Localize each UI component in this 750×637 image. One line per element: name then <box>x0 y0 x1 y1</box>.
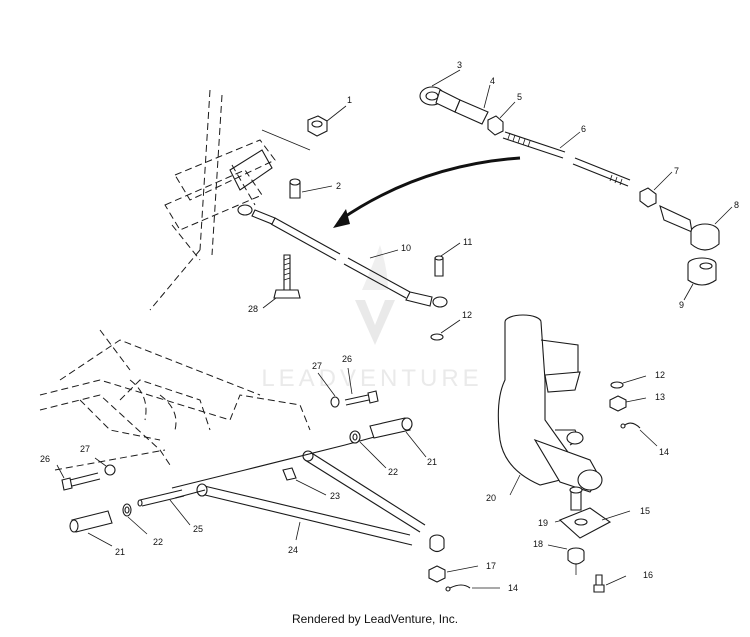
callout-labels: 1 2 3 4 5 6 7 8 9 10 11 12 12 13 14 14 1… <box>40 60 739 593</box>
part-12-washer-upper <box>430 319 461 341</box>
part-13-castle-nut <box>609 395 647 412</box>
part-10-tie-rod <box>237 204 448 308</box>
callout-26-right: 26 <box>342 354 352 364</box>
part-21-pivot-tube-right <box>369 417 427 458</box>
callout-21-left: 21 <box>115 547 125 557</box>
callout-27-right: 27 <box>312 361 322 371</box>
part-7-jam-nut <box>639 171 673 208</box>
part-11-pin <box>434 242 461 277</box>
part-9-bearing <box>683 257 717 301</box>
callout-22-right: 22 <box>388 467 398 477</box>
part-1-nut <box>307 105 347 137</box>
watermark-logo: LEADVENTURE <box>261 245 482 392</box>
callout-16: 16 <box>643 570 653 580</box>
callout-22-left: 22 <box>153 537 163 547</box>
a-arm-ball-joint <box>429 534 445 553</box>
part-12-washer-right <box>610 375 647 389</box>
callout-26-left: 26 <box>40 454 50 464</box>
callout-13: 13 <box>655 392 665 402</box>
part-21-pivot-tube-left <box>69 510 113 547</box>
callout-27-left: 27 <box>80 444 90 454</box>
callout-12-right: 12 <box>655 370 665 380</box>
callout-6: 6 <box>581 124 586 134</box>
callout-8: 8 <box>734 200 739 210</box>
part-16-bolt <box>593 574 627 593</box>
part-20-spindle <box>497 314 603 496</box>
callout-4: 4 <box>490 76 495 86</box>
part-17-nut <box>428 565 479 583</box>
part-18-ball-joint <box>547 544 585 575</box>
part-25-pivot-shaft <box>137 489 191 526</box>
callout-20: 20 <box>486 493 496 503</box>
part-24-a-arm <box>171 429 426 546</box>
callout-14-lower: 14 <box>508 583 518 593</box>
watermark-text: LEADVENTURE <box>261 365 482 392</box>
steering-arm-plate <box>229 129 311 191</box>
callout-15: 15 <box>640 506 650 516</box>
callout-17: 17 <box>486 561 496 571</box>
part-27-washer-right <box>317 372 340 408</box>
part-14-cotter-pin-right <box>620 422 658 447</box>
callout-19: 19 <box>538 518 548 528</box>
callout-18: 18 <box>533 539 543 549</box>
part-23-grease-fitting <box>282 467 327 496</box>
part-4-sleeve <box>454 84 491 125</box>
callout-28: 28 <box>248 304 258 314</box>
frame-outline <box>39 329 311 471</box>
part-15-plate <box>558 507 631 539</box>
part-2-spacer <box>289 178 333 199</box>
steering-column-outline <box>149 89 276 311</box>
callout-7: 7 <box>674 166 679 176</box>
part-27-washer-left <box>94 457 116 476</box>
callout-12-upper: 12 <box>462 310 472 320</box>
part-8-rod-end <box>659 204 733 251</box>
callout-3: 3 <box>457 60 462 70</box>
callout-1: 1 <box>347 95 352 105</box>
callout-25: 25 <box>193 524 203 534</box>
callout-24: 24 <box>288 545 298 555</box>
callout-10: 10 <box>401 243 411 253</box>
callout-9: 9 <box>679 300 684 310</box>
footer-credit: Rendered by LeadVenture, Inc. <box>291 612 459 626</box>
part-26-bolt-left <box>56 464 101 491</box>
part-6-adjuster-rod <box>502 131 631 187</box>
part-5-jam-nut <box>487 101 516 136</box>
callout-11: 11 <box>463 237 472 247</box>
part-22-bushing-left <box>122 503 148 535</box>
callout-23: 23 <box>330 491 340 501</box>
callout-2: 2 <box>336 181 341 191</box>
part-3-rod-end <box>419 69 461 113</box>
callout-5: 5 <box>517 92 522 102</box>
part-14-cotter-pin-lower <box>445 584 500 592</box>
callout-14-right: 14 <box>659 447 669 457</box>
part-22-bushing-right <box>349 430 387 469</box>
callout-21-right: 21 <box>427 457 437 467</box>
part-26-bolt-right <box>344 367 379 406</box>
assembly-direction-arrow <box>333 156 521 228</box>
part-28-bolt <box>262 254 301 309</box>
